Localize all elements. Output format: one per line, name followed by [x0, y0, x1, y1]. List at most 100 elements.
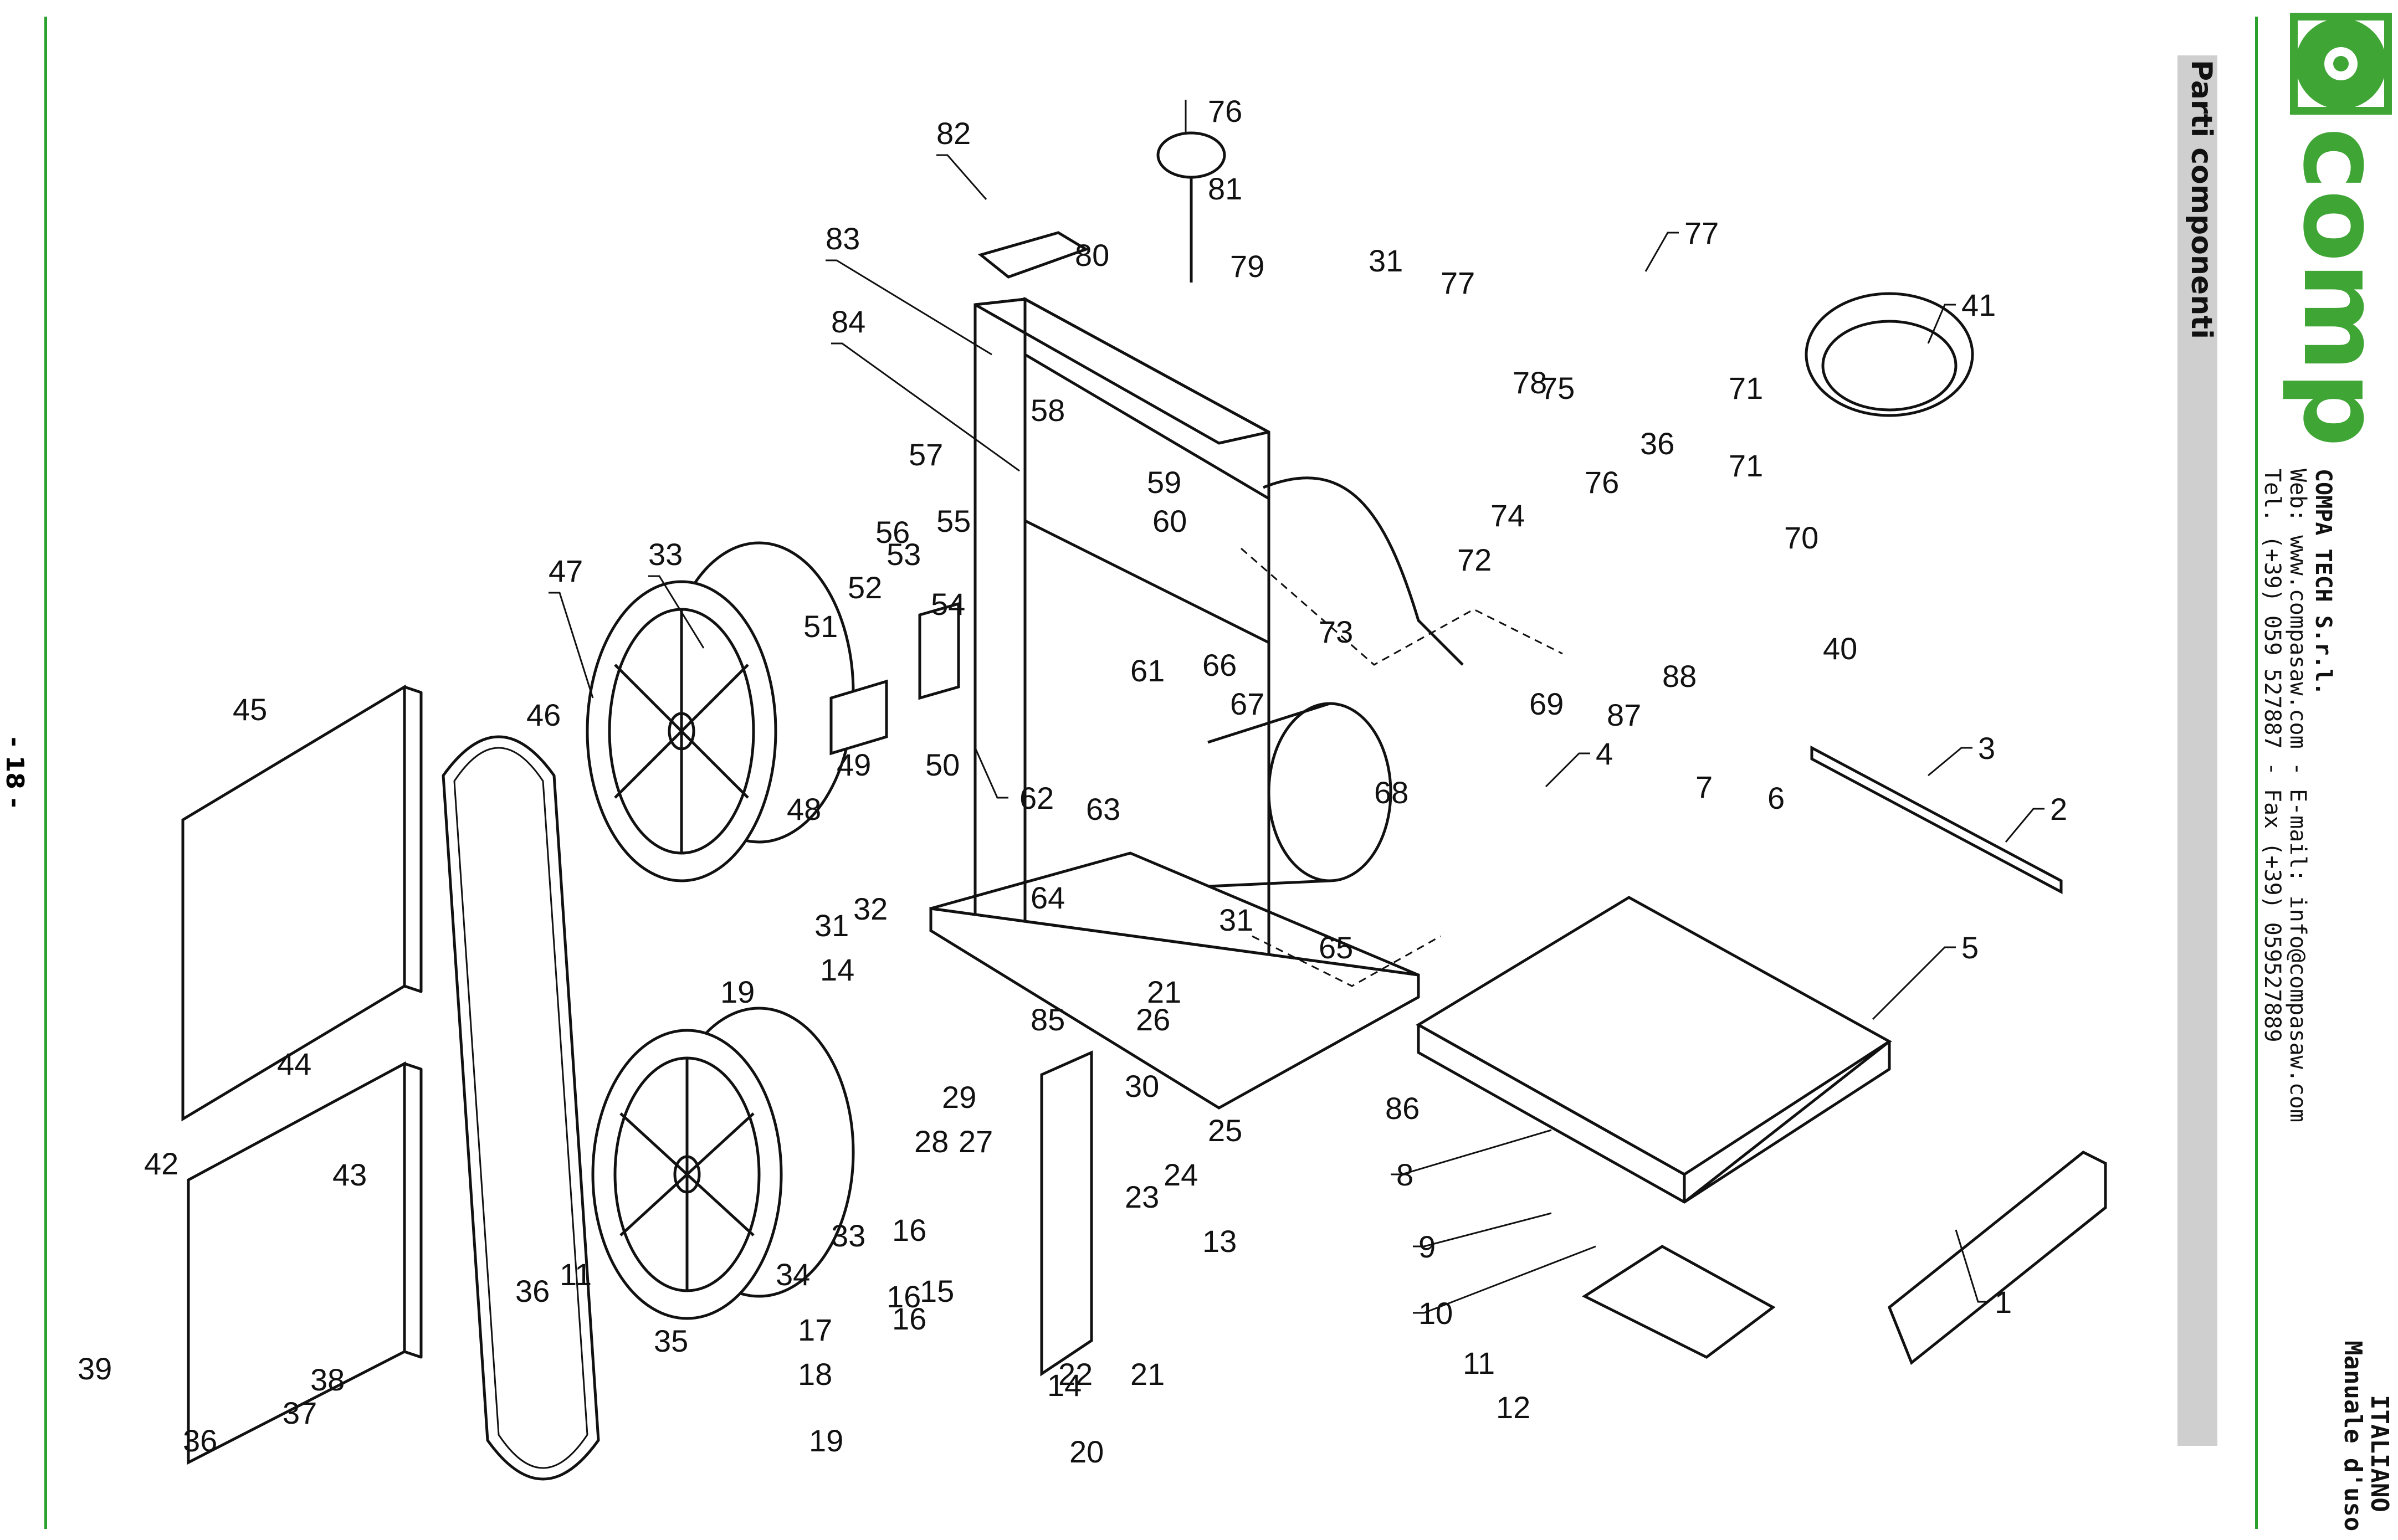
part-label: 56: [875, 515, 910, 550]
part-label: 60: [1152, 504, 1187, 538]
part-label: 71: [1729, 371, 1763, 405]
part-label: 83: [826, 221, 860, 256]
web-email-line: Web: www.compasaw.com - E-mail: info@com…: [2285, 469, 2310, 1123]
part-label: 11: [1463, 1346, 1495, 1380]
part-label: 78: [1513, 365, 1547, 400]
saw-blade-icon: [2290, 13, 2392, 115]
part-label: 43: [332, 1157, 367, 1192]
part-label: 67: [1230, 686, 1264, 721]
part-label: 53: [887, 537, 921, 572]
manual-label: Manuale d'uso: [2339, 1341, 2367, 1532]
part-label: 87: [1607, 697, 1641, 732]
part-label: 44: [277, 1046, 311, 1081]
part-label: 86: [1385, 1091, 1420, 1126]
part-label: 16: [892, 1213, 926, 1248]
part-label: 31: [814, 908, 849, 943]
section-title-bar: [2177, 55, 2217, 1446]
part-label: 24: [1164, 1157, 1198, 1192]
tel-fax-line: Tel. (+39) 059 527887 - Fax (+39) 059527…: [2259, 469, 2285, 1043]
part-label: 85: [1031, 1002, 1065, 1037]
part-label: 36: [183, 1423, 217, 1458]
part-label: 7: [1695, 769, 1713, 804]
part-label: 30: [1125, 1069, 1159, 1103]
part-label: 16: [892, 1301, 926, 1336]
part-label: 64: [1031, 880, 1065, 915]
part-label: 62: [1019, 781, 1054, 815]
part-label: 39: [78, 1351, 112, 1386]
part-label: 28: [914, 1124, 949, 1159]
part-labels: 1 2 3 4 5 6 7 8 9 10 11 11 12 13 14 14 1…: [78, 94, 2067, 1469]
part-label: 47: [549, 553, 583, 588]
part-label: 13: [1202, 1224, 1237, 1259]
page-number: - 18 -: [1, 737, 29, 808]
part-label: 35: [654, 1323, 688, 1358]
part-label: 31: [1219, 902, 1253, 937]
part-label: 21: [1147, 974, 1181, 1009]
part-label: 81: [1208, 171, 1242, 206]
part-label: 19: [809, 1423, 843, 1458]
part-label: 17: [798, 1312, 832, 1347]
leader-lines: [549, 100, 2045, 1314]
part-label: 26: [1136, 1002, 1170, 1037]
part-label: 63: [1086, 792, 1120, 827]
part-label: 80: [1075, 238, 1109, 273]
part-label: 69: [1529, 686, 1564, 721]
part-label: 14: [1047, 1368, 1082, 1403]
part-label: 18: [798, 1357, 832, 1392]
part-label: 76: [1585, 465, 1619, 500]
part-label: 46: [526, 697, 561, 732]
part-label: 40: [1823, 631, 1857, 666]
part-label: 4: [1596, 736, 1613, 771]
part-label: 36: [515, 1274, 550, 1308]
part-label: 33: [831, 1218, 865, 1253]
part-label: 49: [837, 747, 871, 782]
part-label: 55: [936, 504, 971, 538]
part-label: 31: [1369, 243, 1403, 278]
part-label: 11: [560, 1257, 592, 1292]
part-label: 37: [283, 1395, 317, 1430]
part-label: 1: [1995, 1285, 2012, 1320]
part-label: 36: [1640, 426, 1674, 461]
part-label: 34: [776, 1257, 810, 1292]
parts-drawing: [181, 131, 2107, 1481]
brand-wordmark: compa: [2283, 127, 2398, 449]
part-label: 76: [1208, 94, 1242, 129]
part-label: 51: [803, 609, 838, 644]
part-label: 29: [942, 1080, 976, 1115]
part-label: 45: [233, 692, 267, 727]
language-label: ITALIANO: [2365, 1395, 2394, 1512]
brand-logo: compa: [2283, 13, 2398, 449]
part-label: 75: [1540, 371, 1575, 405]
contact-block: COMPA TECH S.r.l. Web: www.compasaw.com …: [2259, 469, 2336, 1122]
part-label: 73: [1319, 614, 1353, 649]
part-label: 65: [1319, 930, 1353, 965]
part-label: 68: [1374, 775, 1408, 810]
part-label: 25: [1208, 1113, 1242, 1148]
section-title: Parti componenti: [2185, 60, 2218, 339]
part-label: 71: [1729, 448, 1763, 483]
right-border-line: [2255, 17, 2258, 1529]
part-label: 74: [1490, 498, 1525, 533]
part-label: 61: [1130, 653, 1165, 688]
part-label: 6: [1767, 781, 1785, 815]
part-label: 58: [1031, 393, 1065, 428]
part-label: 19: [720, 974, 755, 1009]
part-label: 88: [1662, 659, 1697, 694]
part-label: 70: [1784, 520, 1818, 555]
part-label: 48: [787, 792, 821, 827]
part-label: 41: [1961, 288, 1996, 322]
part-label: 20: [1069, 1434, 1104, 1469]
part-label: 16: [887, 1279, 921, 1314]
part-label: 82: [936, 116, 971, 151]
part-label: 54: [931, 587, 965, 622]
part-label: 50: [925, 747, 960, 782]
part-label: 77: [1684, 215, 1719, 250]
manual-info: ITALIANO Manuale d'uso: [2339, 1341, 2394, 1532]
exploded-parts-diagram: 1 2 3 4 5 6 7 8 9 10 11 11 12 13 14 14 1…: [78, 94, 2107, 1481]
part-label: 52: [848, 570, 882, 605]
part-label: 5: [1961, 930, 1979, 965]
part-label: 72: [1457, 542, 1492, 577]
part-label: 14: [820, 952, 854, 987]
part-label: 2: [2050, 792, 2067, 827]
left-border-line: [44, 17, 47, 1529]
